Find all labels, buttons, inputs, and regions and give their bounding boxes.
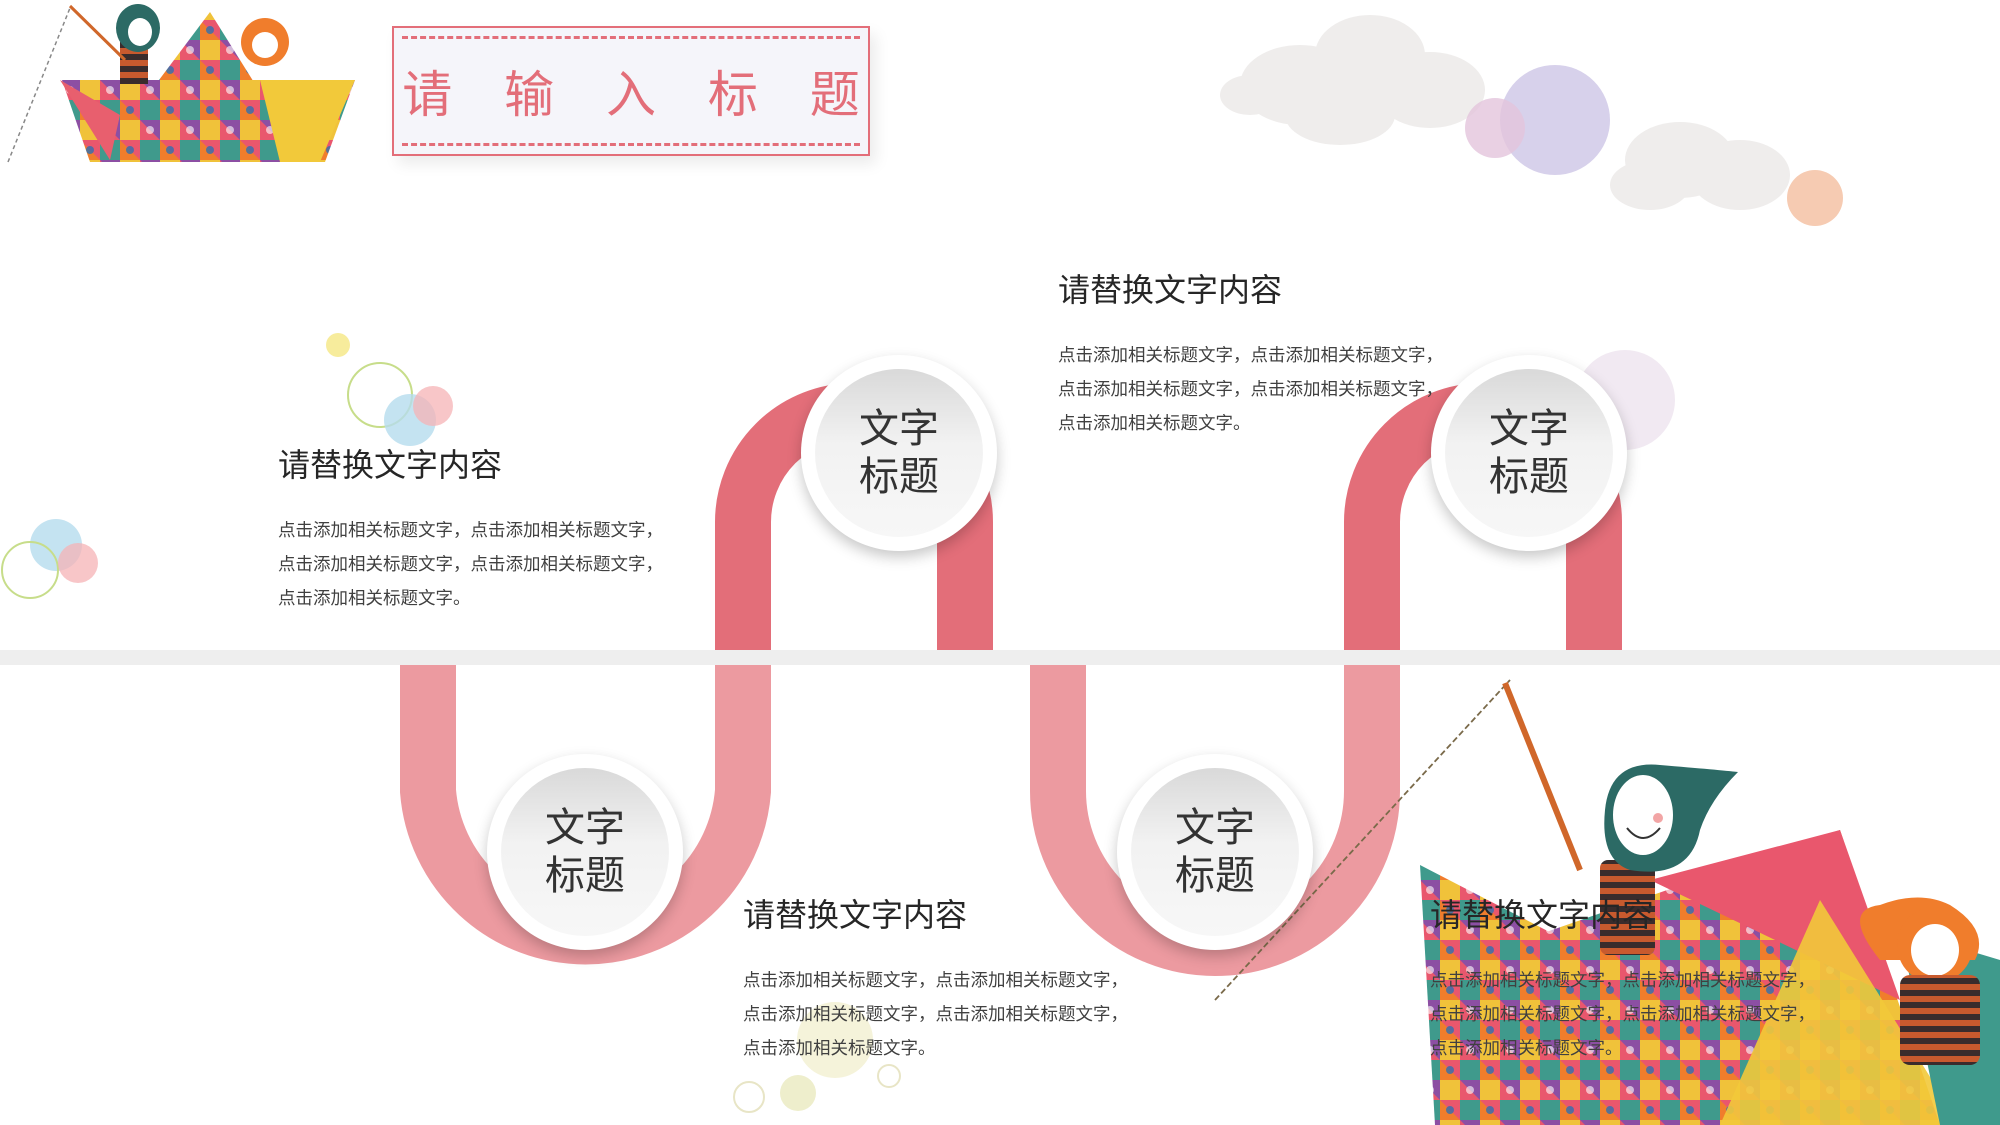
text-block-2[interactable]: 请替换文字内容 点击添加相关标题文字，点击添加相关标题文字， 点击添加相关标题文… <box>1058 265 1498 441</box>
text-block-1[interactable]: 请替换文字内容 点击添加相关标题文字，点击添加相关标题文字， 点击添加相关标题文… <box>278 440 718 616</box>
title-box[interactable]: 请 输 入 标 题 <box>392 26 870 156</box>
paper-boat-illustration <box>1214 679 2000 1125</box>
node-3[interactable]: 文字 标题 <box>487 754 683 950</box>
title-frame: 请 输 入 标 题 <box>402 36 860 146</box>
text-block-4[interactable]: 请替换文字内容 点击添加相关标题文字，点击添加相关标题文字， 点击添加相关标题文… <box>1430 890 1870 1066</box>
block-heading: 请替换文字内容 <box>743 896 968 934</box>
divider-band <box>0 650 2000 665</box>
bubble-decoration <box>877 1064 901 1088</box>
block-text-line: 点击添加相关标题文字，点击添加相关标题文字， <box>1430 971 1815 991</box>
block-text-line: 点击添加相关标题文字，点击添加相关标题文字， <box>278 521 663 541</box>
block-text-line: 点击添加相关标题文字。 <box>1430 1039 1623 1059</box>
bubble-decoration <box>326 333 350 357</box>
block-text-line: 点击添加相关标题文字。 <box>278 589 471 609</box>
block-heading: 请替换文字内容 <box>278 446 503 484</box>
node-label-line2: 标题 <box>859 454 939 500</box>
node-face: 文字 标题 <box>1445 369 1613 537</box>
bubble-decoration <box>413 386 453 426</box>
node-label-line1: 文字 <box>859 406 939 452</box>
bubble-decoration <box>58 543 98 583</box>
paper-boat-illustration <box>7 4 355 163</box>
bubble-decoration <box>1465 98 1525 158</box>
node-label-line2: 标题 <box>1489 454 1569 500</box>
node-face: 文字 标题 <box>501 768 669 936</box>
node-4[interactable]: 文字 标题 <box>1117 754 1313 950</box>
node-face: 文字 标题 <box>1131 768 1299 936</box>
node-label-line1: 文字 <box>1489 406 1569 452</box>
bubble-decoration <box>733 1081 765 1113</box>
page-title: 请 输 入 标 题 <box>402 66 878 124</box>
block-text-line: 点击添加相关标题文字，点击添加相关标题文字， <box>1430 1005 1815 1025</box>
node-label-line2: 标题 <box>545 853 625 899</box>
bubble-decoration <box>780 1075 816 1111</box>
block-text-line: 点击添加相关标题文字。 <box>743 1039 936 1059</box>
text-block-3[interactable]: 请替换文字内容 点击添加相关标题文字，点击添加相关标题文字， 点击添加相关标题文… <box>743 890 1183 1066</box>
bubble-decoration <box>1 541 59 599</box>
bubble-decoration <box>797 1002 873 1078</box>
block-text-line: 点击添加相关标题文字，点击添加相关标题文字， <box>1058 346 1443 366</box>
node-label-line2: 标题 <box>1175 853 1255 899</box>
node-2[interactable]: 文字 标题 <box>1431 355 1627 551</box>
block-text-line: 点击添加相关标题文字，点击添加相关标题文字， <box>1058 380 1443 400</box>
block-heading: 请替换文字内容 <box>1430 896 1655 934</box>
node-label-line1: 文字 <box>1175 805 1255 851</box>
node-face: 文字 标题 <box>815 369 983 537</box>
block-text-line: 点击添加相关标题文字，点击添加相关标题文字， <box>278 555 663 575</box>
bubble-decoration <box>1500 65 1610 175</box>
node-label-line1: 文字 <box>545 805 625 851</box>
node-1[interactable]: 文字 标题 <box>801 355 997 551</box>
block-text-line: 点击添加相关标题文字。 <box>1058 414 1251 434</box>
block-text-line: 点击添加相关标题文字，点击添加相关标题文字， <box>743 971 1128 991</box>
block-text-line: 点击添加相关标题文字，点击添加相关标题文字， <box>743 1005 1128 1025</box>
bubble-decoration <box>1787 170 1843 226</box>
block-heading: 请替换文字内容 <box>1058 271 1283 309</box>
cloud-decoration <box>1220 15 1790 210</box>
